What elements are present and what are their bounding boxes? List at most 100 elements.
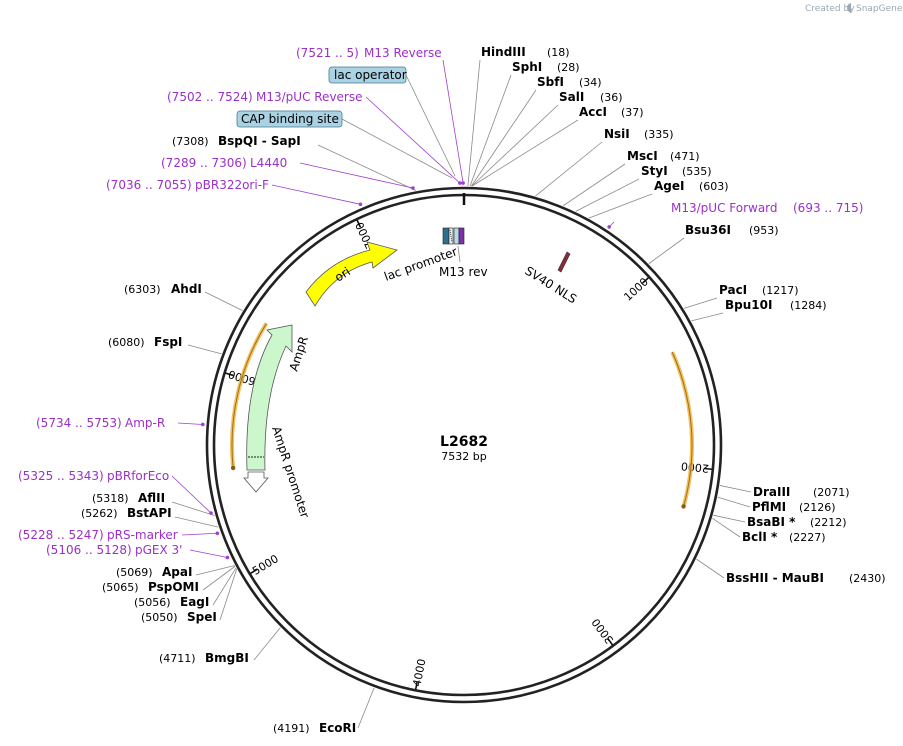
enzyme-leader [202,565,236,591]
primer-marker[interactable] [225,555,230,560]
enzyme-spei[interactable]: SpeI [187,610,217,624]
orf-right-arrowhead [681,504,686,509]
enzyme-ecori[interactable]: EcoRI [319,721,356,735]
enzyme-agei[interactable]: AgeI [654,179,684,193]
primer-marker[interactable] [607,225,611,229]
primer-m13-reverse[interactable]: M13 Reverse [364,46,442,60]
enzyme-leader [317,144,417,191]
enzyme-paci-pos: (1217) [762,284,799,297]
enzyme-bstapi-pos: (5262) [81,507,118,520]
primer-marker[interactable] [209,511,213,515]
enzyme-bpu10i[interactable]: Bpu10I [725,298,772,312]
lac-operator-feature[interactable] [453,227,460,245]
primer-leader [171,475,212,514]
primer-m13-reverse-range: (7521 .. 5) [296,46,359,60]
enzyme-acci-pos: (37) [621,106,644,119]
primer-marker[interactable] [358,202,363,207]
enzyme-bsabi[interactable]: BsaBI * [747,515,796,529]
tick-mark-1000 [641,277,649,284]
enzyme-bstapi[interactable]: BstAPI [127,506,172,520]
ampr-promoter-feature[interactable] [243,471,269,493]
tick-mark-6000 [225,372,234,377]
primer-m13puc-forward[interactable]: M13/pUC Forward [671,201,778,215]
enzyme-pspomi[interactable]: PspOMI [148,580,199,594]
enzyme-msci[interactable]: MscI [627,149,658,163]
enzyme-apai[interactable]: ApaI [162,565,192,579]
enzyme-acci[interactable]: AccI [579,105,607,119]
enzyme-sbfi-pos: (34) [579,76,602,89]
enzyme-leader [174,516,219,528]
primer-prs-marker[interactable]: pRS-marker [107,528,178,542]
lac-promoter-feature[interactable] [442,227,450,245]
enzyme-styi-pos: (535) [682,165,712,178]
enzyme-bmgbi[interactable]: BmgBI [205,651,249,665]
primer-pbr322ori-f[interactable]: pBR322ori-F [195,178,269,192]
enzyme-ahdi[interactable]: AhdI [171,282,202,296]
ampr-promoter-label: AmpR promoter [269,425,312,520]
enzyme-leader [696,558,725,579]
primer-amp-r-range: (5734 .. 5753) [36,416,122,430]
enzyme-leader [195,565,235,576]
enzyme-leader [253,627,281,661]
enzyme-hindiii[interactable]: HindIII [481,45,526,59]
primer-marker[interactable] [461,181,465,185]
created-by-text: Created by [805,4,855,14]
primer-layer: (7521 .. 5) M13 Reverse (7502 .. 7524) M… [18,46,863,557]
ampr-feature[interactable] [246,324,293,471]
sv40-nls-feature[interactable] [557,251,571,273]
enzyme-draiii[interactable]: DraIII [753,485,790,499]
tick-label-4000: 4000 [410,658,428,688]
enzyme-ahdi-pos: (6303) [124,283,161,296]
tick-label-5000: 5000 [250,552,281,578]
enzyme-bsu36i[interactable]: Bsu36I [685,223,731,237]
primer-amp-r[interactable]: Amp-R [125,416,165,430]
m13-rev-label: M13 rev [439,265,488,279]
tick-mark-2000 [703,467,712,471]
tick-mark-5000 [250,568,258,575]
enzyme-leader [469,74,512,187]
primer-l4440[interactable]: L4440 [250,156,287,170]
primer-marker[interactable] [411,186,415,190]
orf-right-core[interactable] [671,351,693,507]
enzyme-sphi-pos: (28) [557,61,580,74]
primer-pgex3[interactable]: pGEX 3' [135,543,182,557]
primer-marker[interactable] [458,181,462,185]
ori-feature[interactable] [305,241,398,307]
primer-pbrforeco-range: (5325 .. 5343) [18,469,104,483]
orf-left-core[interactable] [231,323,267,469]
enzyme-sbfi[interactable]: SbfI [537,75,564,89]
enzyme-pflmi[interactable]: PflMI [752,500,786,514]
orf-layer [230,322,694,509]
enzyme-ecori-pos: (4191) [273,722,310,735]
enzyme-aflii[interactable]: AflII [138,491,165,505]
primer-marker[interactable] [201,422,205,427]
enzyme-paci[interactable]: PacI [719,283,747,297]
m13-rev-leader [457,245,461,263]
primer-m13puc-reverse-range: (7502 .. 7524) [167,90,253,104]
enzyme-bcli-pos: (2227) [789,531,826,544]
primer-marker[interactable] [215,531,220,536]
m13-rev-feature[interactable] [458,227,465,245]
enzyme-bsu36i-pos: (953) [749,224,779,237]
enzyme-leader [212,567,237,606]
enzyme-nsii[interactable]: NsiI [604,127,630,141]
sv40-nls-label: SV40 NLS [522,264,579,307]
tick-mark-4000 [414,681,419,690]
primer-leader [299,162,414,189]
enzyme-fspi[interactable]: FspI [154,335,182,349]
enzyme-eagi[interactable]: EagI [180,595,209,609]
snapgene-logo [847,3,851,13]
enzyme-leader [219,568,238,621]
enzyme-sali[interactable]: SalI [559,90,584,104]
primer-pbrforeco[interactable]: pBRforEco [107,469,169,483]
enzyme-bspqi-sapi[interactable]: BspQI - SapI [218,134,301,148]
enzyme-leader [683,297,718,309]
enzyme-bcli[interactable]: BclI * [742,530,778,544]
enzyme-bsshii[interactable]: BssHII - MauBI [726,571,824,585]
enzyme-leader [471,89,537,187]
primer-leader [271,184,361,205]
enzyme-styi[interactable]: StyI [641,164,668,178]
primer-m13puc-reverse[interactable]: M13/pUC Reverse [256,90,363,104]
enzyme-sphi[interactable]: SphI [512,60,542,74]
